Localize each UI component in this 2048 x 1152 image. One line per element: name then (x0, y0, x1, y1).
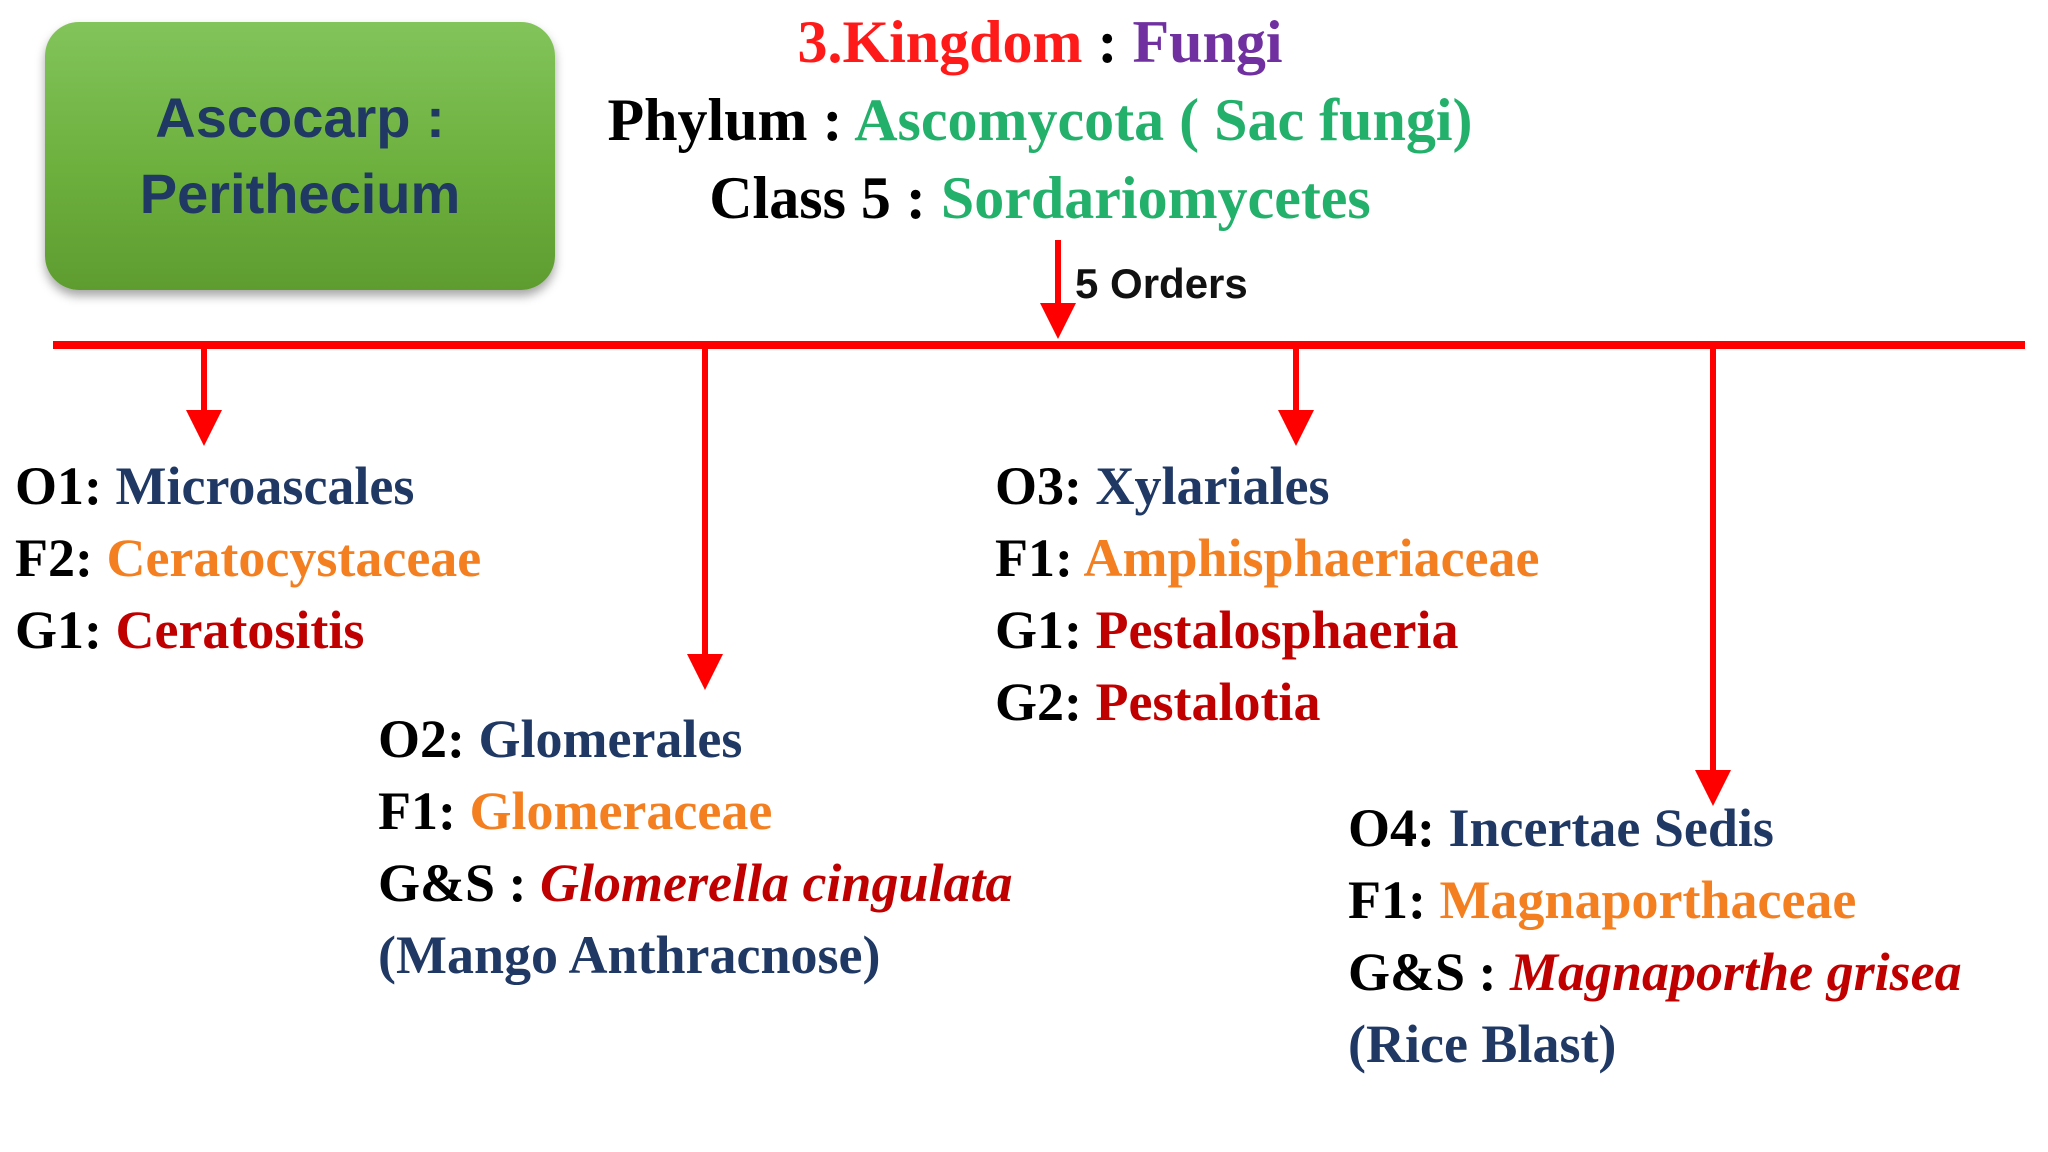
ascocarp-line2: Perithecium (139, 162, 461, 225)
kingdom-separator: : (1082, 9, 1133, 75)
order-1-family-name: Ceratocystaceae (106, 528, 482, 588)
order-2-block: O2: Glomerales F1: Glomeraceae G&S : Glo… (378, 703, 1013, 991)
order-1-block: O1: Microascales F2: Ceratocystaceae G1:… (15, 450, 481, 666)
order-3-block: O3: Xylariales F1: Amphisphaeriaceae G1:… (995, 450, 1539, 738)
order-2-family-label: F1: (378, 781, 456, 841)
ascocarp-box: Ascocarp : Perithecium (45, 22, 555, 290)
phylum-line: Phylum : Ascomycota ( Sac fungi) (520, 90, 1560, 150)
kingdom-value: Fungi (1132, 9, 1283, 75)
order-1-family-label: F2: (15, 528, 93, 588)
order-3-family-label: F1: (995, 528, 1073, 588)
order-4-label: O4: (1348, 798, 1435, 858)
class-label: Class 5 (709, 165, 891, 231)
order-1-genus-label: G1: (15, 600, 102, 660)
order-4-genus-label: G&S : (1348, 942, 1497, 1002)
order-2-species-name: Glomerella cingulata (540, 853, 1013, 913)
phylum-value: Ascomycota ( Sac fungi) (854, 87, 1473, 153)
order-4-species-name: Magnaporthe grisea (1510, 942, 1962, 1002)
order-1-label: O1: (15, 456, 102, 516)
phylum-label: Phylum (607, 87, 808, 153)
order-4-name: Incertae Sedis (1448, 798, 1774, 858)
order-1-genus-name: Ceratositis (115, 600, 365, 660)
class-value: Sordariomycetes (940, 165, 1371, 231)
phylum-separator: : (807, 87, 855, 153)
order-2-family-name: Glomeraceae (469, 781, 773, 841)
order-2-name: Glomerales (478, 709, 743, 769)
order-3-family-name: Amphisphaeriaceae (1083, 528, 1540, 588)
order-4-disease: (Rice Blast) (1348, 1014, 1617, 1074)
kingdom-line: 3.Kingdom : Fungi (520, 12, 1560, 72)
order-2-disease: (Mango Anthracnose) (378, 925, 881, 985)
ascocarp-line1: Ascocarp : (155, 86, 445, 149)
order-3-label: O3: (995, 456, 1082, 516)
order-4-family-name: Magnaporthaceae (1439, 870, 1857, 930)
class-separator: : (890, 165, 941, 231)
order-4-block: O4: Incertae Sedis F1: Magnaporthaceae G… (1348, 792, 1962, 1080)
kingdom-label: 3.Kingdom (797, 9, 1083, 75)
order-3-genus1-label: G1: (995, 600, 1082, 660)
order-1-name: Microascales (115, 456, 415, 516)
order-3-name: Xylariales (1095, 456, 1330, 516)
order-3-genus1-name: Pestalosphaeria (1095, 600, 1459, 660)
order-2-genus-label: G&S : (378, 853, 527, 913)
class-line: Class 5 : Sordariomycetes (520, 168, 1560, 228)
order-3-genus2-label: G2: (995, 672, 1082, 732)
order-2-label: O2: (378, 709, 465, 769)
order-4-family-label: F1: (1348, 870, 1426, 930)
orders-count-label: 5 Orders (1075, 260, 1248, 307)
order-3-genus2-name: Pestalotia (1095, 672, 1321, 732)
